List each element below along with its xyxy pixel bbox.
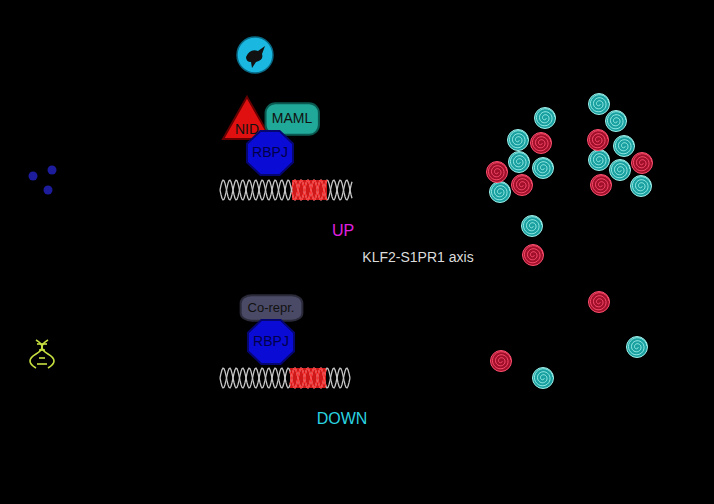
b-cell xyxy=(589,292,610,313)
t-cell xyxy=(606,111,627,132)
dna-strand-red xyxy=(292,180,327,200)
dna-strand xyxy=(220,180,352,200)
protein-octagon: RBPJ xyxy=(246,130,294,176)
t-cell xyxy=(589,94,610,115)
dna-strands xyxy=(220,180,352,388)
b-cell xyxy=(591,175,612,196)
t-cell xyxy=(522,216,543,237)
t-cell xyxy=(508,130,529,151)
node-text: Co-repr. xyxy=(248,301,295,315)
t-cell xyxy=(535,108,556,129)
ligand-icon xyxy=(237,37,273,73)
b-cell xyxy=(632,153,653,174)
b-cell xyxy=(531,133,552,154)
binding-site xyxy=(290,368,326,388)
node-text: RBPJ xyxy=(252,145,288,160)
node-text: RBPJ xyxy=(253,334,289,349)
b-cell xyxy=(512,175,533,196)
protein-octagon: RBPJ xyxy=(247,319,295,365)
dna-strand xyxy=(220,368,350,388)
dna-helix xyxy=(220,180,352,200)
t-cell xyxy=(627,337,648,358)
dna-strand xyxy=(220,368,350,388)
cells xyxy=(487,94,653,389)
t-cell xyxy=(614,136,635,157)
t-cell xyxy=(533,368,554,389)
dna-strand-red xyxy=(290,368,326,388)
t-cell xyxy=(490,182,511,203)
t-cell xyxy=(589,150,610,171)
t-cell xyxy=(610,160,631,181)
b-cell xyxy=(523,245,544,266)
dna-strand-red xyxy=(292,180,327,200)
t-cell xyxy=(509,152,530,173)
dna-icon xyxy=(30,340,54,368)
dna-helix xyxy=(220,368,350,388)
t-cell xyxy=(533,158,554,179)
text-label: DOWN xyxy=(317,410,368,428)
node-text: MAML xyxy=(272,111,312,126)
text-label: UP xyxy=(332,222,354,240)
b-cell xyxy=(491,351,512,372)
dna-strand-red xyxy=(290,368,326,388)
text-label: KLF2-S1PR1 axis xyxy=(362,250,473,265)
protein-box: Co-repr. xyxy=(240,295,303,321)
dna-strand xyxy=(220,180,352,200)
blue-dots xyxy=(29,166,57,195)
b-cell xyxy=(487,162,508,183)
binding-site xyxy=(292,180,327,200)
t-cell xyxy=(631,176,652,197)
b-cell xyxy=(588,130,609,151)
